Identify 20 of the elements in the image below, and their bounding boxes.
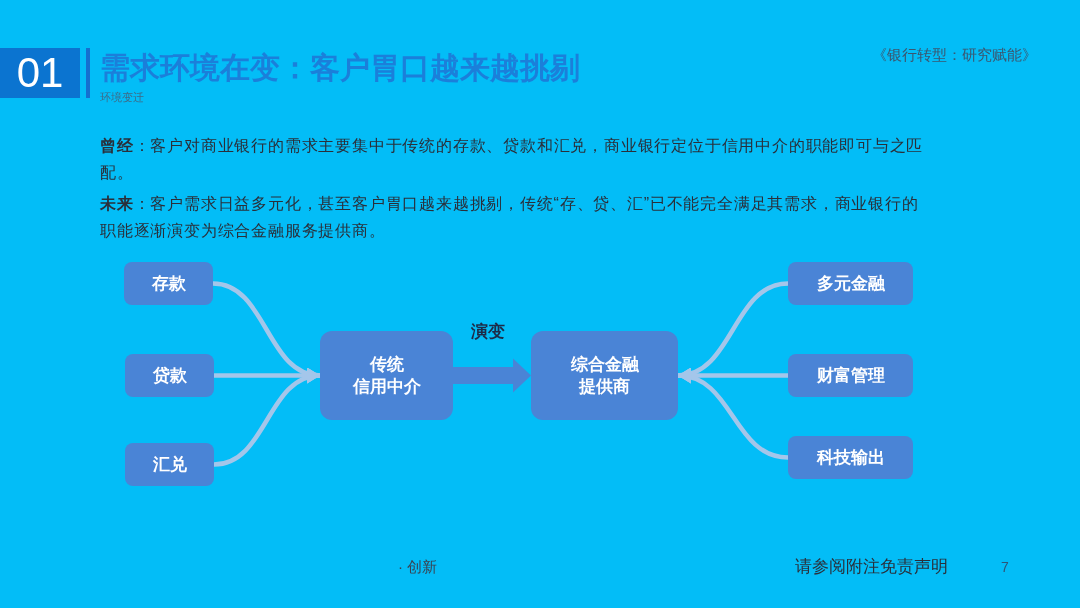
process-box: 财富管理 xyxy=(788,354,913,397)
paragraph: 曾经：客户对商业银行的需求主要集中于传统的存款、贷款和汇兑，商业银行定位于信用中介的职能即可与之匹配。 xyxy=(100,136,925,183)
slide-title: 需求环境在变：客户胃口越来越挑剔 xyxy=(100,50,580,86)
page-number: 7 xyxy=(1001,558,1009,577)
process-box: 科技输出 xyxy=(788,436,913,479)
process-box: 存款 xyxy=(124,262,213,305)
footer-text: · 创新 xyxy=(398,557,438,577)
curved-arrow xyxy=(677,369,789,460)
report-title: 《银行转型：研究赋能》 xyxy=(872,45,1037,65)
process-box: 综合金融提供商 xyxy=(531,331,678,420)
curved-arrow xyxy=(213,369,321,467)
subtitle: 环境变迁 xyxy=(100,90,144,105)
process-box: 贷款 xyxy=(125,354,214,397)
process-box: 传统信用中介 xyxy=(320,331,453,420)
block-arrow xyxy=(453,358,531,393)
process-box: 多元金融 xyxy=(788,262,913,305)
process-box: 汇兑 xyxy=(125,443,214,486)
paragraph: 未来：客户需求日益多元化，甚至客户胃口越来越挑剔，传统“存、贷、汇”已不能完全满足其需求，商业银行的职能逐渐演变为综合金融服务提供商。 xyxy=(100,194,920,241)
disclaimer-note: 请参阅附注免责声明 xyxy=(795,556,948,578)
section-number-badge: 01 xyxy=(0,48,80,98)
